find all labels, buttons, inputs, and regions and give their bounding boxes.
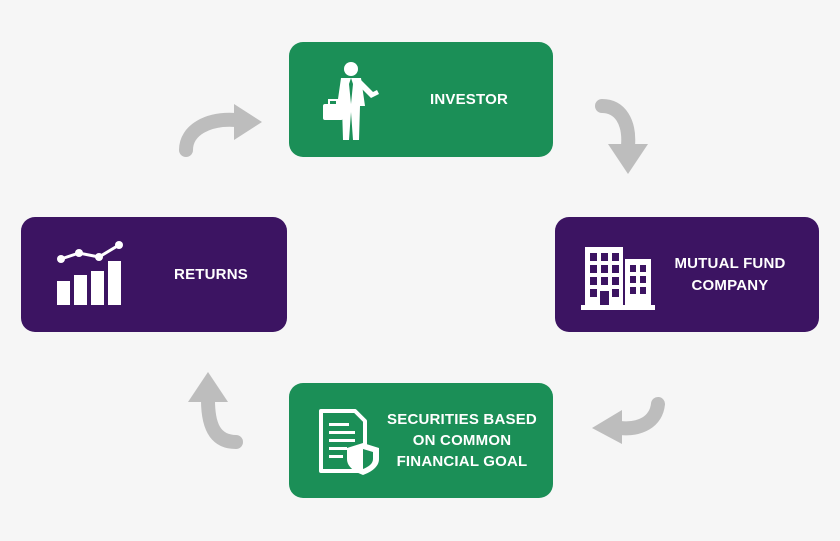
businessman-briefcase-icon xyxy=(319,60,383,145)
growth-bar-chart-icon xyxy=(55,241,127,312)
office-building-icon xyxy=(581,239,655,316)
returns-node: RETURNS xyxy=(21,217,287,332)
investor-label: INVESTOR xyxy=(429,90,508,108)
arrow-mutual-fund-to-securities xyxy=(592,397,665,444)
returns-label: RETURNS xyxy=(174,265,248,283)
mutual-fund-company-node: MUTUAL FUND COMPANY xyxy=(555,217,819,332)
mutual-fund-company-label: MUTUAL FUND COMPANY xyxy=(674,254,786,294)
document-shield-icon xyxy=(317,409,383,480)
arrow-investor-to-mutual-fund xyxy=(595,99,648,174)
arrow-returns-to-investor xyxy=(179,104,262,157)
arrow-securities-to-returns xyxy=(188,372,243,449)
securities-node: SECURITIES BASED ON COMMON FINANCIAL GOA… xyxy=(289,383,553,498)
securities-label: SECURITIES BASED ON COMMON FINANCIAL GOA… xyxy=(387,411,537,470)
investor-node: INVESTOR xyxy=(289,42,553,157)
